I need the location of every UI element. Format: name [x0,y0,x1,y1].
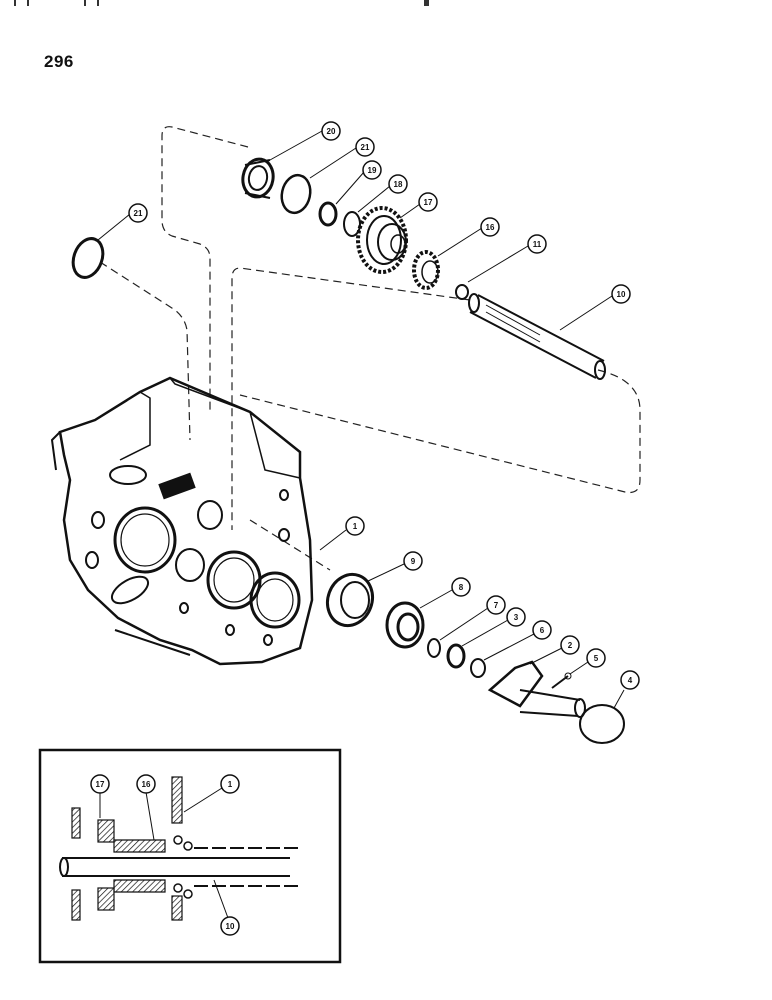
callout-17: 17 [399,192,438,219]
inset-callout-1: 1 [183,774,240,813]
svg-text:9: 9 [411,557,416,566]
part-6-spacer [470,658,486,678]
svg-text:20: 20 [327,127,336,136]
callout-21-left: 21 [97,203,148,241]
svg-text:17: 17 [96,780,105,789]
part-17-gear [356,206,408,274]
svg-text:18: 18 [394,180,403,189]
part-9-retainer [325,572,375,628]
part-16-pinion [412,250,440,290]
transmission-housing [50,376,314,666]
callout-8: 8 [419,577,471,609]
svg-text:21: 21 [361,143,370,152]
inset-callout-17: 17 [90,774,110,818]
part-10-shaft [468,293,606,380]
svg-text:2: 2 [568,641,573,650]
part-3-seal [446,643,466,669]
scan-mark [27,0,29,6]
part-20-bearing [241,157,275,199]
callout-21: 21 [309,137,375,179]
svg-text:5: 5 [594,654,599,663]
callout-20: 20 [269,121,341,161]
part-5-screw [551,672,572,689]
callout-4: 4 [613,670,640,709]
svg-text:4: 4 [628,676,633,685]
scan-mark [424,0,429,6]
svg-text:10: 10 [617,290,626,299]
part-4-o-ring [579,704,625,744]
svg-text:17: 17 [424,198,433,207]
callout-7: 7 [439,595,506,641]
callout-2: 2 [529,635,580,665]
svg-text:11: 11 [533,240,542,249]
callout-11: 11 [467,234,547,283]
svg-text:8: 8 [459,583,464,592]
inset-housing-wall [171,776,183,921]
callout-6: 6 [483,620,552,661]
part-21-snap-ring [280,173,312,215]
part-8-bearing [385,601,425,649]
part-21-snap-ring-left [71,237,105,279]
part-18-washer [343,211,361,237]
scan-mark [84,0,86,6]
svg-text:7: 7 [494,601,499,610]
callout-16: 16 [437,217,500,257]
page-number: 296 [44,52,74,71]
part-19-bushing [318,201,338,227]
svg-text:16: 16 [486,223,495,232]
svg-text:19: 19 [368,166,377,175]
callout-1: 1 [319,516,365,551]
inset-callout-16: 16 [136,774,156,841]
svg-text:16: 16 [142,780,151,789]
inset-shaft-10 [59,847,300,887]
assembly-guide-lines [99,126,641,571]
inset-callout-10: 10 [213,879,240,936]
inset-pinion-16 [113,839,166,893]
scan-mark [14,0,16,6]
svg-text:3: 3 [514,613,519,622]
callout-3: 3 [461,607,526,647]
inset-section-view: 17 16 1 10 [38,748,342,964]
callout-9: 9 [365,551,423,583]
svg-text:21: 21 [134,209,143,218]
callout-10: 10 [559,284,631,331]
callout-18: 18 [357,174,408,213]
svg-text:1: 1 [353,522,358,531]
svg-text:1: 1 [228,780,233,789]
callout-19: 19 [335,160,382,205]
part-2-flange-shaft [487,660,586,718]
part-7-ring [427,638,441,658]
svg-text:10: 10 [226,922,235,931]
svg-text:6: 6 [540,626,545,635]
inset-bearing [173,835,193,899]
part-11-bushing [455,284,469,300]
inset-gear-17 [71,807,115,921]
scan-mark [97,0,99,6]
callout-5: 5 [569,648,606,675]
